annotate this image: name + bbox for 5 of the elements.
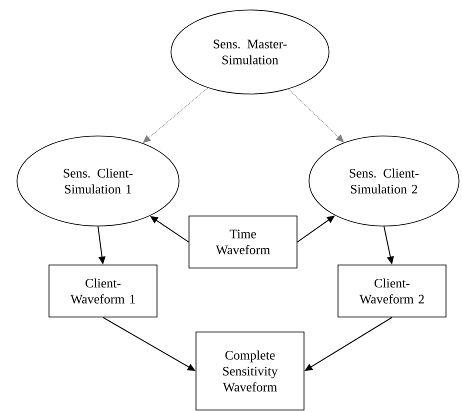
process-box: Complete Sensitivity Waveform xyxy=(196,332,304,410)
dotted-arrow xyxy=(288,88,344,142)
process-box: Time Waveform xyxy=(188,216,298,268)
process-box: Client- Waveform 1 xyxy=(48,264,158,318)
process-box: Client- Waveform 2 xyxy=(338,264,446,318)
